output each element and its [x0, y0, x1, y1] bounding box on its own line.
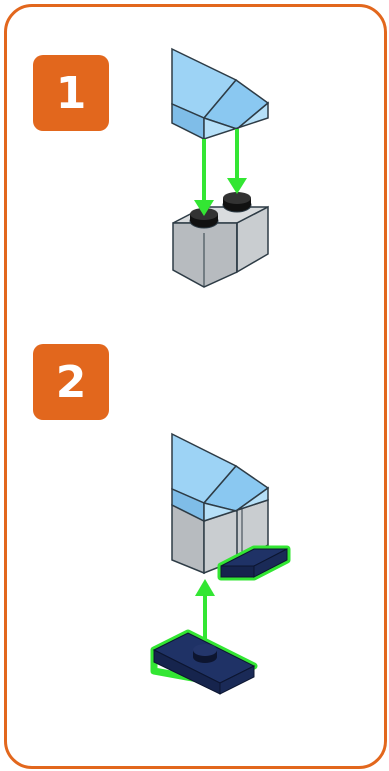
slope-piece: [171, 47, 270, 141]
assembled-piece: [171, 432, 270, 575]
step-badge-1: 1: [33, 55, 109, 131]
brick-front-face: [172, 222, 238, 288]
attached-dark-plate: [217, 545, 291, 581]
placement-arrows-step-1: [194, 129, 247, 216]
step-2-illustration: [150, 432, 291, 695]
grey-brick: [172, 192, 269, 288]
dark-plate-1x2: [150, 629, 258, 695]
step-badge-2: 2: [33, 344, 109, 420]
placement-arrow-step-2: [195, 579, 215, 640]
plate-side-face: [219, 665, 255, 695]
step-1-illustration: [171, 47, 270, 288]
slope-right-front-face: [203, 101, 269, 141]
